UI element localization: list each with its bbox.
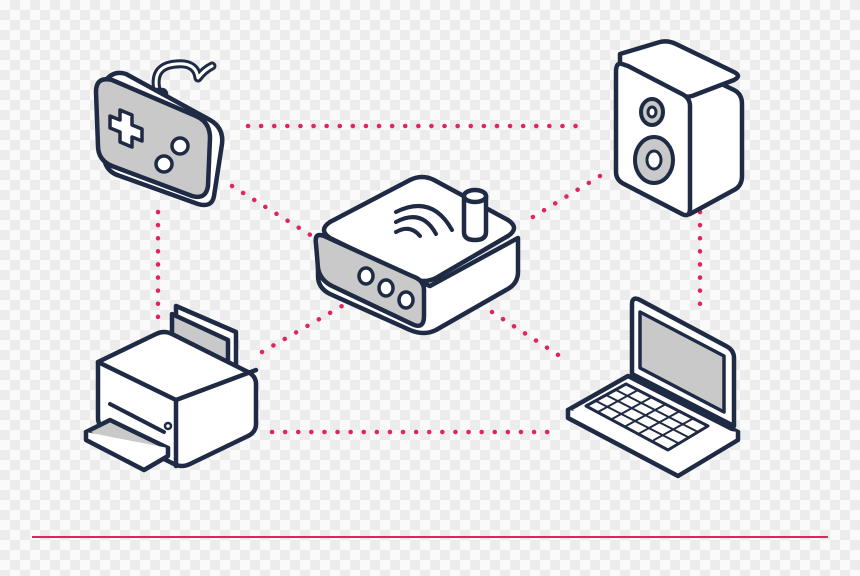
laptop-icon <box>565 296 741 479</box>
printer-icon <box>83 303 259 473</box>
connector-router-laptop <box>489 309 569 363</box>
connector-speaker-router <box>525 173 603 223</box>
connector-lines <box>155 123 703 435</box>
wifi-router-icon <box>313 174 521 336</box>
speaker-icon <box>613 39 745 218</box>
connector-printer-router <box>259 303 345 355</box>
gamepad-icon <box>93 59 225 208</box>
wifi-icon <box>394 204 454 238</box>
keyboard <box>584 382 710 452</box>
connector-gamepad-router <box>229 183 315 239</box>
